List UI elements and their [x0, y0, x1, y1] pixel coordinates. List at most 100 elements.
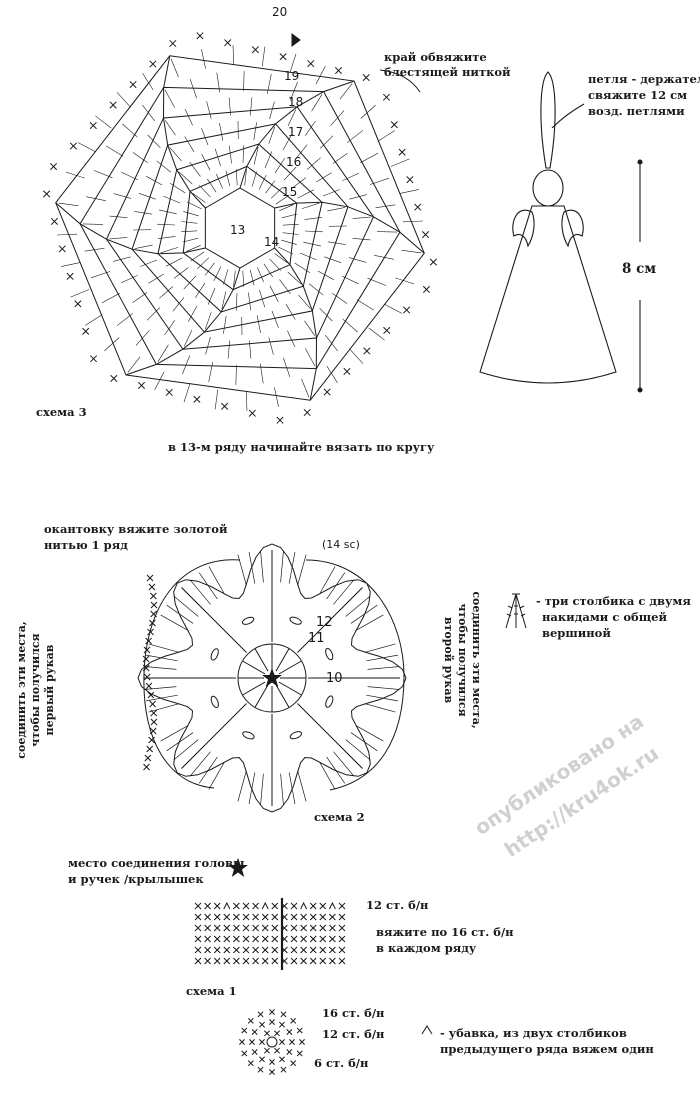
scheme-3-stitch	[183, 330, 193, 347]
scheme-3-stitch	[182, 237, 199, 243]
scheme-3-stitch	[134, 211, 153, 215]
scheme-3-stitch	[223, 315, 227, 334]
scheme-2-gold-border-sc-icon	[143, 646, 151, 654]
scheme-2-chain-stitch	[289, 731, 303, 740]
scheme-3-border-sc-icon	[279, 53, 287, 61]
scheme-3-stitch	[173, 267, 189, 279]
second-sleeve-line-3: второй рукав	[442, 616, 455, 704]
second-sleeve-line-2: чтобы получился	[456, 603, 469, 717]
scheme-3-stitch	[349, 194, 367, 200]
scheme-3-stitch	[132, 152, 148, 164]
scheme-3-stitch	[315, 65, 326, 84]
base-sc-icon	[264, 1047, 270, 1054]
scheme-1-sc-icon	[271, 924, 279, 932]
join-legend-line-1: место соединения головы	[68, 856, 245, 870]
scheme-3-stitch	[86, 196, 106, 201]
scheme-2-fan-stitch	[367, 666, 400, 670]
scheme-1-sc-icon	[213, 957, 221, 965]
scheme-2-caption: схема 2	[314, 810, 365, 824]
scheme-3-row-number: 14	[264, 235, 279, 249]
scheme-3-stitch	[360, 152, 379, 163]
scheme-2-fan-stitch	[288, 772, 296, 804]
scheme-1-sc-icon	[309, 913, 317, 921]
base-sc-icon	[247, 1017, 254, 1024]
scheme-3-stitch	[165, 120, 176, 136]
scheme-3-stitch	[113, 193, 132, 199]
scheme-3-stitch	[303, 241, 322, 247]
scheme-1-sc-icon	[300, 957, 307, 965]
scheme-2-fan-stitch	[198, 572, 218, 600]
scheme-3-diagram	[43, 32, 437, 424]
base-sc-icon	[259, 1039, 265, 1045]
scheme-3-stitch	[347, 130, 364, 143]
scheme-2-fan-stitch	[366, 654, 398, 662]
scheme-3-stitch	[65, 171, 85, 179]
scheme-3-stitch	[186, 201, 202, 210]
scheme-3-stitch	[84, 314, 103, 326]
scheme-2-center-stitch	[275, 684, 290, 708]
scheme-3-row-number: 20	[272, 5, 287, 19]
left-wing-icon	[512, 209, 535, 248]
scheme-3-stitch	[121, 171, 138, 181]
scheme-3-stitch	[250, 97, 253, 116]
scheme-3-stitch	[259, 363, 264, 384]
base-sc-icon	[259, 1021, 265, 1028]
scheme-3-stitch	[319, 135, 334, 149]
scheme-3-stitch	[283, 357, 291, 377]
base-center-ring	[266, 1036, 278, 1048]
scheme-1-sc-icon	[242, 902, 250, 910]
angel-height-label: 8 см	[622, 261, 657, 277]
decrease-symbol-icon	[261, 901, 269, 910]
scheme-3-stitch	[189, 79, 197, 99]
scheme-3-border-sc-icon	[89, 121, 97, 130]
scheme-1-sc-icon	[194, 957, 202, 965]
scheme-3-spiral-spoke	[55, 202, 206, 255]
scheme-3-stitch	[285, 304, 296, 320]
scheme-1-note-line-2: в каждом ряду	[376, 941, 477, 955]
scheme-2-gold-border-sc-icon	[145, 682, 153, 690]
scheme-3-stitch	[332, 292, 348, 304]
scheme-3-stitch	[348, 257, 367, 263]
scheme-2-fan-stitch	[189, 579, 211, 605]
decrease-legend-line-1: - убавка, из двух столбиков	[440, 1026, 627, 1040]
scheme-3-stitch	[181, 221, 198, 224]
scheme-3-stitch	[113, 256, 131, 262]
scheme-3-stitch	[188, 305, 198, 322]
scheme-2-chain-stitch	[210, 648, 219, 661]
scheme-2-gold-border-sc-icon	[147, 691, 155, 699]
scheme-1-sc-icon	[300, 913, 307, 921]
scheme-3-border-sc-icon	[129, 80, 137, 89]
scheme-3-border-sc-icon	[196, 32, 204, 40]
scheme-2-fan-stitch	[280, 773, 284, 806]
scheme-2-petal-outline	[137, 543, 407, 813]
scheme-3-border-sc-icon	[149, 60, 157, 68]
scheme-3-stitch	[208, 362, 213, 382]
scheme-2-fan-stitch	[339, 587, 363, 611]
scheme-3-stitch	[376, 231, 397, 233]
scheme-3-border-sc-icon	[276, 416, 284, 424]
scheme-2-center-stitch	[278, 681, 302, 696]
scheme-2-gold-border-sc-icon	[149, 727, 157, 735]
scheme-1-sc-icon	[204, 935, 211, 943]
scheme-3-border-sc-icon	[307, 60, 315, 68]
scheme-1-sc-icon	[194, 924, 202, 932]
scheme-3-stitch	[225, 170, 231, 187]
sc-count-note: (14 sc)	[322, 538, 360, 551]
scheme-3-stitch	[356, 299, 374, 311]
scheme-3-stitch	[172, 297, 185, 312]
scheme-2-chain-stitch	[325, 695, 334, 708]
scheme-1-sc-icon	[252, 913, 259, 921]
scheme-1-sc-icon	[338, 946, 346, 954]
base-sc-icon	[279, 1021, 285, 1028]
scheme-3-row-number: 18	[288, 95, 303, 109]
scheme-3-stitch	[267, 74, 272, 94]
base-sc-icon	[280, 1066, 287, 1073]
scheme-3-stitch	[148, 273, 164, 284]
scheme-2-fan-stitch	[198, 756, 218, 784]
scheme-3-stitch	[327, 241, 346, 245]
scheme-3-stitch	[367, 277, 387, 286]
scheme-3-stitch	[163, 195, 181, 204]
scheme-1-sc-icon	[213, 946, 221, 954]
